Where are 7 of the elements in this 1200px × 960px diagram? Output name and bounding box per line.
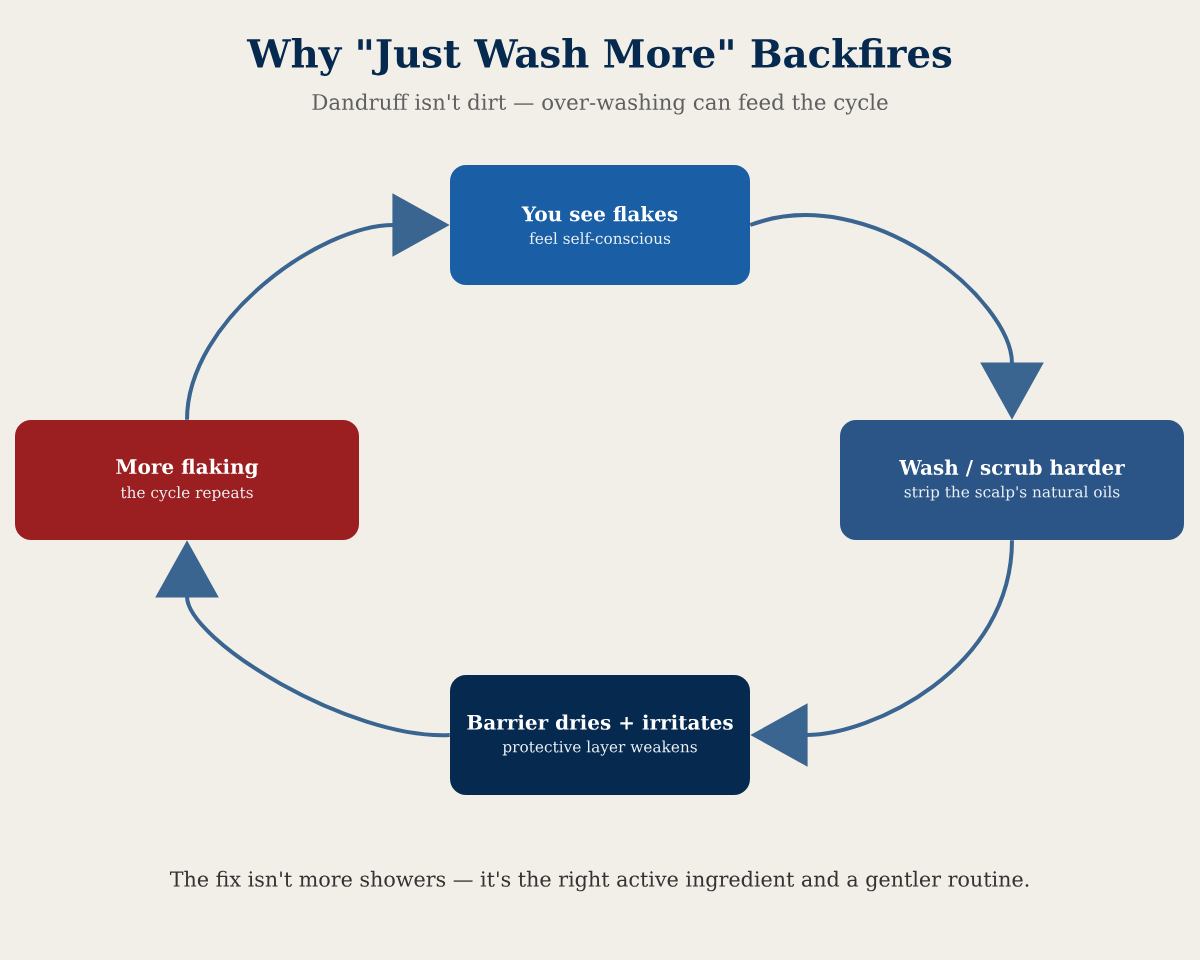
caption: The fix isn't more showers — it's the right active ingredient and a gentler routine. xyxy=(169,870,1029,892)
title: Why "Just Wash More" Backfires xyxy=(246,38,952,76)
subtitle: Dandruff isn't dirt — over-washing can feed the cycle xyxy=(312,93,888,115)
process-box: You see flakes feel self-conscious xyxy=(450,165,750,285)
process-box: Wash / scrub harder strip the scalp's natural oils xyxy=(840,420,1184,540)
process-box: More flaking the cycle repeats xyxy=(15,420,359,540)
process-box: Barrier dries + irritates protective layer weakens xyxy=(450,675,750,795)
